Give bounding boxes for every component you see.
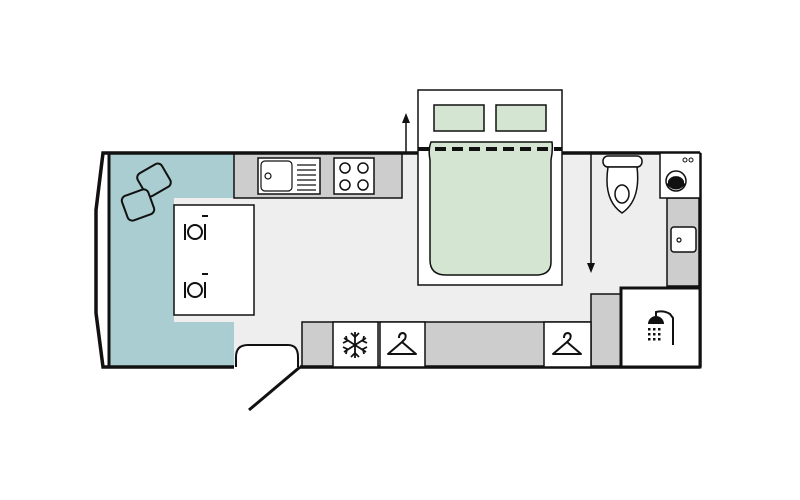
hanger-icon xyxy=(543,321,592,368)
washing-machine-icon xyxy=(659,152,701,199)
double-bed-icon xyxy=(417,89,563,286)
place-setting-icon xyxy=(184,273,208,298)
pillow-icon xyxy=(495,104,547,132)
bed-quilt xyxy=(428,141,554,276)
sink-icon xyxy=(257,157,321,195)
entry-door-icon xyxy=(235,344,301,412)
arrow-up-icon xyxy=(402,113,410,153)
front-wall xyxy=(94,151,109,369)
basin-icon xyxy=(670,226,697,253)
hanger-icon xyxy=(379,321,426,368)
arrow-down-icon xyxy=(587,153,595,273)
cooktop-icon xyxy=(333,157,375,195)
dinette-table xyxy=(173,204,255,316)
rear-cupboard xyxy=(590,293,622,368)
toilet-icon xyxy=(602,155,643,214)
pillow-icon xyxy=(433,104,485,132)
shower-icon xyxy=(619,286,702,369)
cushion-icon xyxy=(120,162,172,222)
place-setting-icon xyxy=(184,215,208,240)
snowflake-icon xyxy=(332,321,379,368)
